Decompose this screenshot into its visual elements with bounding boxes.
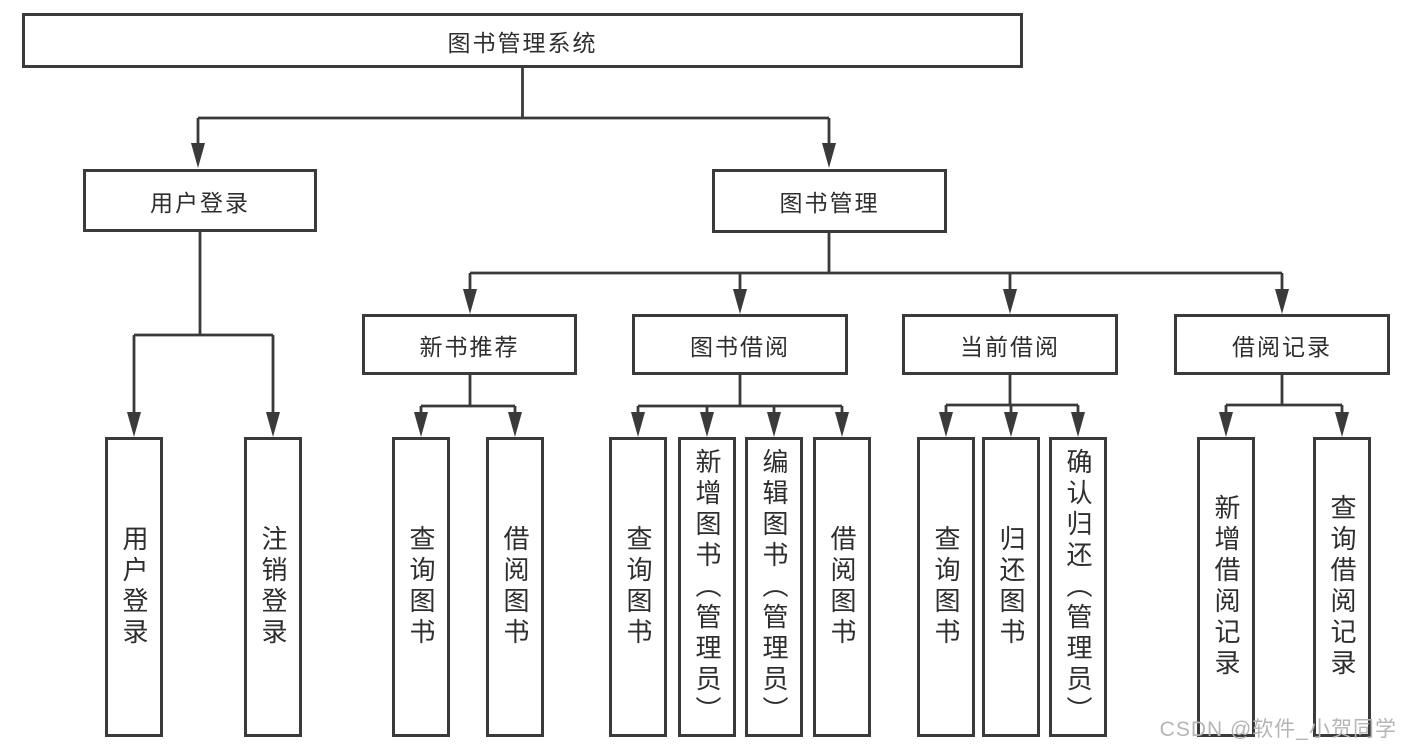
- arrow-down-icon: [1275, 289, 1289, 314]
- node-label: 归还图书: [996, 525, 1026, 649]
- arrow-down-icon: [1071, 412, 1085, 437]
- edges-root-to-level2: [196, 68, 831, 147]
- edges-borrow-records-to-leaves: [1224, 375, 1344, 416]
- node-label: 用户登录: [150, 189, 250, 216]
- node-label: 新增图书（管理员）: [692, 447, 722, 727]
- node-root: 图书管理系统: [22, 13, 1023, 68]
- edges-new-books-to-leaves: [419, 375, 517, 416]
- node-leaf-user-login: 用户登录: [105, 437, 163, 737]
- arrow-down-icon: [1003, 289, 1017, 314]
- arrow-down-icon: [631, 412, 645, 437]
- node-label: 注销登录: [258, 525, 288, 649]
- node-label: 图书借阅: [690, 333, 790, 360]
- arrow-down-icon: [1004, 412, 1018, 437]
- arrow-down-icon: [414, 412, 428, 437]
- node-leaf-records-query: 查询借阅记录: [1313, 437, 1371, 737]
- node-label: 查询图书: [406, 525, 436, 649]
- arrow-down-icon: [939, 412, 953, 437]
- node-borrow-records: 借阅记录: [1174, 314, 1390, 375]
- node-label: 借阅记录: [1232, 333, 1332, 360]
- node-label: 查询图书: [931, 525, 961, 649]
- node-leaf-current-query: 查询图书: [917, 437, 975, 737]
- arrow-down-icon: [1335, 412, 1349, 437]
- arrow-down-icon: [266, 412, 280, 437]
- node-user-login: 用户登录: [83, 169, 317, 232]
- node-leaf-current-confirm: 确认归还（管理员）: [1049, 437, 1107, 737]
- arrow-down-icon: [767, 412, 781, 437]
- node-label: 借阅图书: [827, 525, 857, 649]
- node-leaf-current-return: 归还图书: [982, 437, 1040, 737]
- node-leaf-borrow-add: 新增图书（管理员）: [678, 437, 736, 737]
- edges-user-login-to-leaves: [132, 232, 275, 416]
- node-label: 新书推荐: [419, 333, 520, 360]
- node-label: 查询图书: [623, 525, 653, 649]
- arrow-down-icon: [463, 289, 477, 314]
- arrow-down-icon: [191, 143, 205, 168]
- arrow-down-icon: [1219, 412, 1233, 437]
- edges-book-mgmt-to-level3: [468, 233, 1284, 293]
- arrow-down-icon: [700, 412, 714, 437]
- node-leaf-newbooks-query: 查询图书: [392, 437, 450, 737]
- node-book-mgmt: 图书管理: [712, 169, 947, 233]
- node-leaf-newbooks-borrow: 借阅图书: [486, 437, 544, 737]
- node-new-books: 新书推荐: [362, 314, 577, 375]
- arrow-down-icon: [733, 289, 747, 314]
- node-label: 确认归还（管理员）: [1063, 447, 1093, 727]
- node-leaf-records-add: 新增借阅记录: [1197, 437, 1255, 737]
- edges-current-borrow-to-leaves: [944, 375, 1080, 416]
- node-leaf-logout: 注销登录: [244, 437, 302, 737]
- arrow-down-icon: [508, 412, 522, 437]
- node-leaf-borrow-query: 查询图书: [609, 437, 667, 737]
- arrow-down-icon: [835, 412, 849, 437]
- node-book-borrow: 图书借阅: [632, 314, 848, 375]
- node-label: 新增借阅记录: [1211, 494, 1241, 680]
- node-label: 图书管理系统: [447, 29, 598, 56]
- csdn-watermark: CSDN @软件_小贺同学: [1159, 718, 1397, 741]
- node-leaf-borrow-borrow: 借阅图书: [813, 437, 871, 737]
- node-label: 图书管理: [779, 190, 880, 216]
- edges-book-borrow-to-leaves: [636, 375, 844, 416]
- arrow-down-icon: [127, 412, 141, 437]
- node-label: 编辑图书（管理员）: [759, 447, 789, 727]
- node-label: 用户登录: [119, 525, 149, 649]
- node-label: 查询借阅记录: [1327, 494, 1357, 680]
- arrow-down-icon: [822, 143, 836, 168]
- node-label: 借阅图书: [500, 525, 530, 649]
- node-leaf-borrow-edit: 编辑图书（管理员）: [745, 437, 803, 737]
- node-current-borrow: 当前借阅: [902, 314, 1118, 375]
- node-label: 当前借阅: [960, 333, 1060, 360]
